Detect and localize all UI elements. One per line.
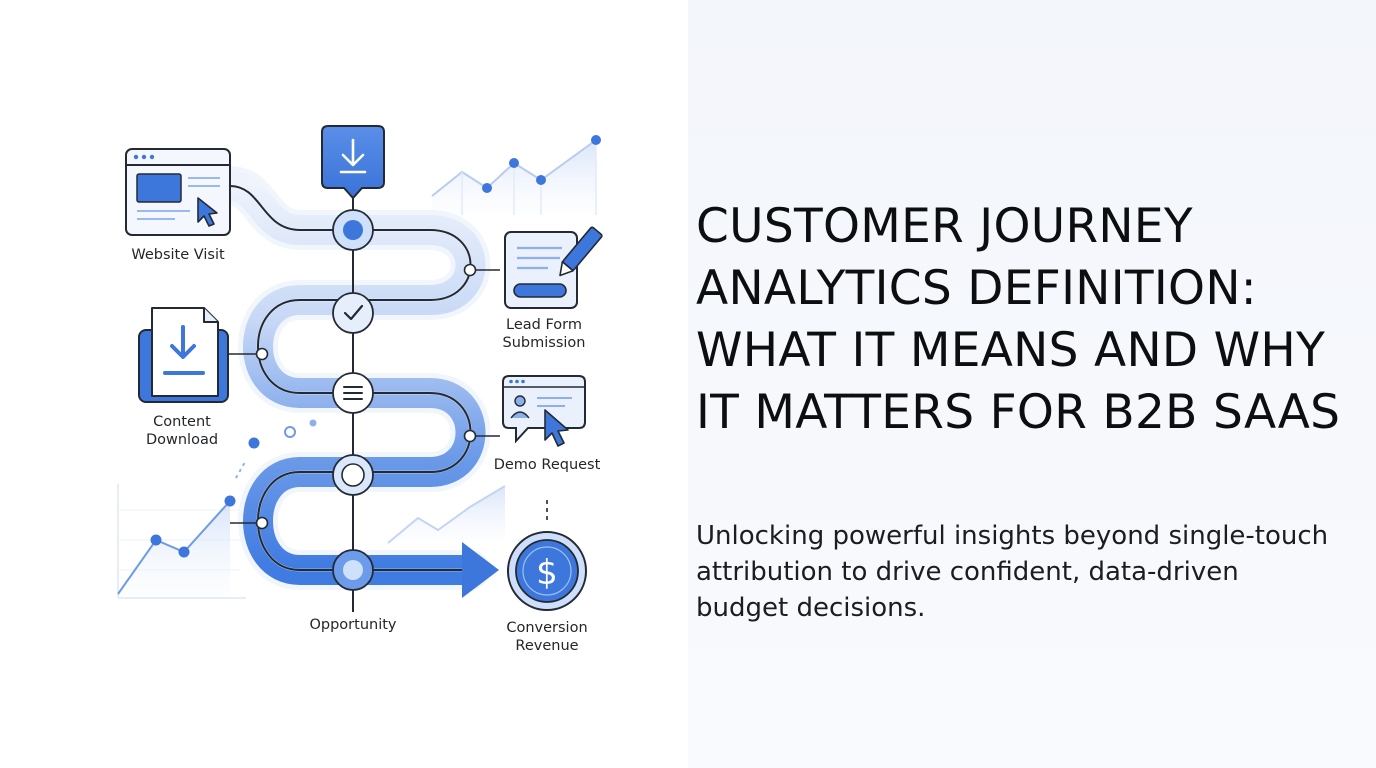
conversion-line-2: Revenue [515, 638, 579, 654]
download-arrow-icon [321, 125, 385, 200]
stage-label-lead-form: Lead Form Submission [478, 316, 610, 352]
connector-dot [463, 263, 477, 277]
demo-cursor-icon [502, 375, 586, 447]
form-pencil-icon [504, 226, 603, 309]
cursor-icon [197, 197, 218, 227]
lead-form-line-2: Submission [502, 335, 586, 351]
content-download-line-1: Content [153, 414, 211, 430]
page-subtitle: Unlocking powerful insights beyond singl… [696, 521, 1329, 623]
milestone-node [332, 454, 374, 496]
connector-dot [255, 516, 269, 530]
stage-label-content-download: Content Download [116, 413, 248, 449]
browser-window-icon [125, 148, 231, 236]
path-arrowhead [462, 542, 499, 598]
checkmark-icon [343, 304, 364, 321]
trend-chart-bottom-left [117, 419, 317, 599]
milestone-node [332, 372, 374, 414]
headline-panel: CUSTOMER JOURNEY ANALYTICS DEFINITION: W… [688, 0, 1376, 768]
connector-dot [463, 429, 477, 443]
milestone-node [332, 292, 374, 334]
list-lines-icon [343, 386, 363, 400]
conversion-line-1: Conversion [506, 620, 588, 636]
journey-path [210, 166, 548, 612]
stage-label-opportunity: Opportunity [309, 617, 397, 633]
connector-dot [255, 347, 269, 361]
stage-label-conversion-revenue: Conversion Revenue [481, 619, 613, 655]
stage-label-website-visit: Website Visit [131, 247, 225, 263]
document-download-icon [138, 307, 229, 403]
stage-label-demo-request: Demo Request [493, 457, 601, 473]
content-download-line-2: Download [145, 432, 219, 448]
page-title: CUSTOMER JOURNEY ANALYTICS DEFINITION: W… [696, 199, 1341, 440]
dollar-coin-icon: $ [507, 531, 587, 611]
milestone-node [332, 549, 374, 591]
lead-form-line-1: Lead Form [506, 317, 582, 333]
illustration-panel: $ Website Visit Lead Form Submission Con… [116, 125, 613, 655]
trend-chart-top-right [431, 135, 601, 215]
journey-diagram: $ [117, 125, 603, 612]
svg-text:$: $ [536, 553, 558, 593]
milestone-node [332, 209, 374, 251]
trend-chart-bottom-right [387, 485, 506, 544]
